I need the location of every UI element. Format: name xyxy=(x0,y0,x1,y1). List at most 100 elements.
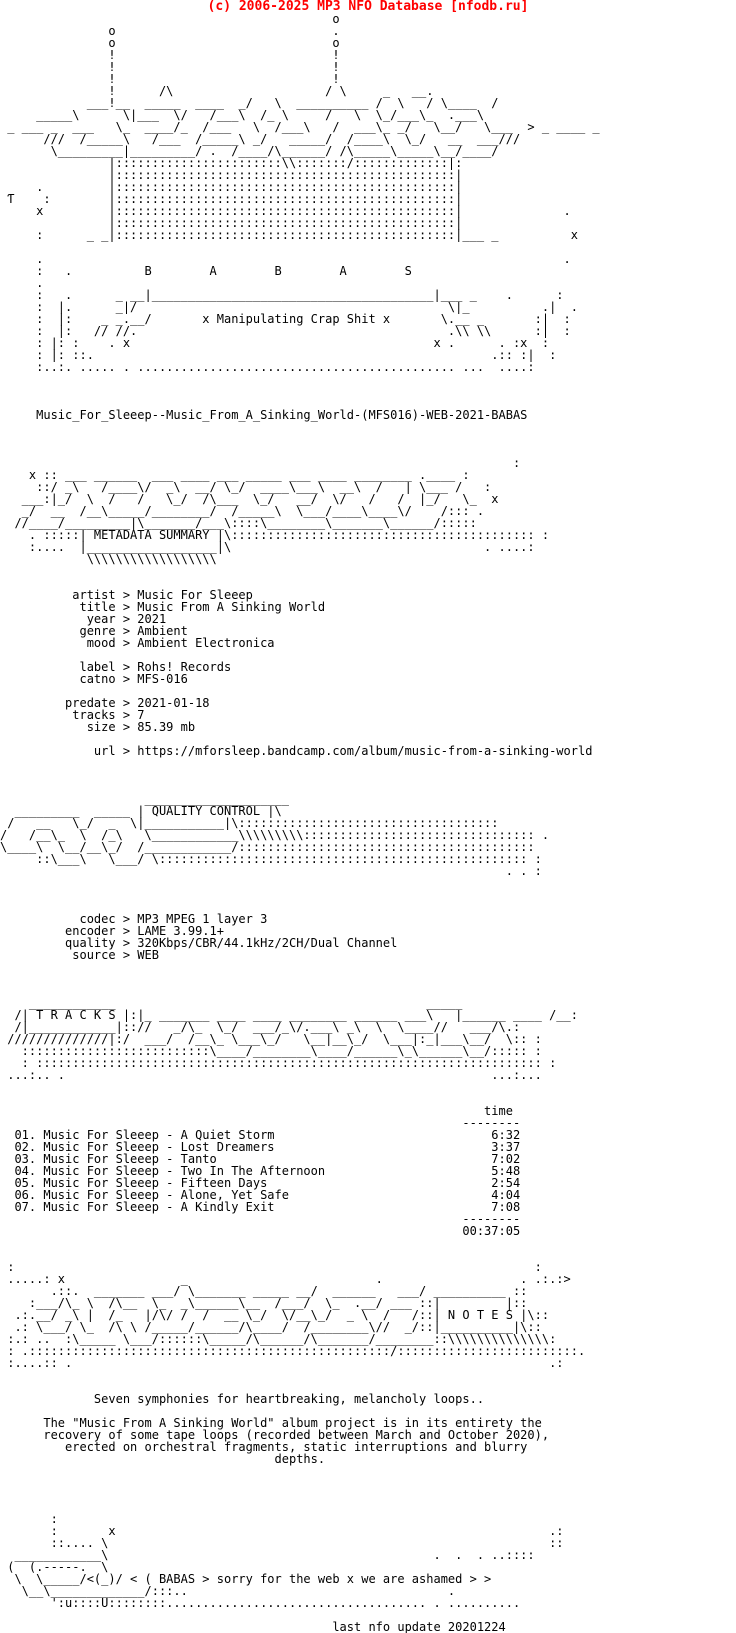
nfo-line: : xyxy=(0,456,521,470)
nfo-line: : : xyxy=(0,1260,542,1274)
nfo-line: .:.__/ _\ | /_ |/\/ / / __ \_/ \/__\_/ _… xyxy=(0,1308,550,1322)
nfo-line: url > https://mforsleep.bandcamp.com/alb… xyxy=(0,744,593,758)
nfo-line: /|____________|::// _/\_ \_/ ___/_\/.___… xyxy=(0,1020,521,1034)
nfo-line: .....: x _ . . .:.:> xyxy=(0,1272,571,1286)
nfo-line: . |:::::::::::::::::::::::::::::::::::::… xyxy=(0,180,463,194)
nfo-line: :....:: . .: xyxy=(0,1356,564,1370)
nfo-line: : . _ __|_______________________________… xyxy=(0,288,564,302)
nfo-line: . . xyxy=(0,252,571,266)
nfo-line: ! ! xyxy=(0,60,340,74)
nfo-line: |:::::::::::::::::::::::\\:::::::/::::::… xyxy=(0,156,463,170)
nfo-line: _____\ \|___ \/ /___\ /_ \ / \ \_/___\_ … xyxy=(0,108,485,122)
nfo-line: : .:::::::::::::::::::::::::::::::::::::… xyxy=(0,1344,586,1358)
nfo-line: ...:.. . ...:... xyxy=(0,1068,542,1082)
nfo-line: genre > Ambient xyxy=(0,624,188,638)
nfo-line xyxy=(0,421,736,433)
nfo-line: \ \_____/<(_)/ < ( BABAS > sorry for the… xyxy=(0,1572,492,1586)
nfo-line xyxy=(0,961,736,973)
nfo-line: o o xyxy=(0,36,340,50)
nfo-line: : |. _|/ \|_ .| . xyxy=(0,300,578,314)
nfo-line: codec > MP3 MPEG 1 layer 3 xyxy=(0,912,268,926)
nfo-line: : x .: xyxy=(0,1524,564,1538)
nfo-line: predate > 2021-01-18 xyxy=(0,696,210,710)
nfo-line: / __ \_/ _ \|___________|\::::::::::::::… xyxy=(0,816,499,830)
nfo-line xyxy=(0,1465,736,1477)
nfo-line xyxy=(0,973,736,985)
nfo-line: _________ _____ | QUALITY CONTROL |\ xyxy=(0,804,282,818)
nfo-line: tracks > 7 xyxy=(0,708,145,722)
nfo-line: artist > Music For Sleeep xyxy=(0,588,253,602)
nfo-line: 07. Music For Sleeep - A Kindly Exit 7:0… xyxy=(0,1200,521,1214)
nfo-line: ___!__ _____ ____ _/ \ __________ / \ / … xyxy=(0,96,499,110)
nfo-line: _ ___ _ ___ \_ ____/_ /___ \ /___\ / ___… xyxy=(0,120,600,134)
nfo-line: : |: : . x x . . :x : xyxy=(0,336,550,350)
nfo-line: ____________\ . . . ..:::: xyxy=(0,1548,535,1562)
nfo-line: source > WEB xyxy=(0,948,159,962)
nfo-line xyxy=(0,1369,736,1381)
nfo-line: encoder > LAME 3.99.1+ xyxy=(0,924,224,938)
nfo-line: ( (.-----. \ xyxy=(0,1560,109,1574)
nfo-line: ::\___\ \___/ \:::::::::::::::::::::::::… xyxy=(0,852,542,866)
nfo-line xyxy=(0,1477,736,1489)
nfo-line: ::/ _\ /____\/ _\ __/ \_/ ____\___\ __\ … xyxy=(0,480,492,494)
nfo-line: erected on orchestral fragments, static … xyxy=(0,1440,528,1454)
nfo-line: recovery of some tape loops (recorded be… xyxy=(0,1428,550,1442)
nfo-line xyxy=(0,1237,736,1249)
nfo-line: : xyxy=(0,1512,58,1526)
nfo-line: : _ _|::::::::::::::::::::::::::::::::::… xyxy=(0,228,578,242)
nfo-line: 06. Music For Sleeep - Alone, Yet Safe 4… xyxy=(0,1188,521,1202)
nfo-line: |:::::::::::::::::::::::::::::::::::::::… xyxy=(0,216,463,230)
nfo-line xyxy=(0,769,736,781)
nfo-line: . xyxy=(0,276,44,290)
nfo-line xyxy=(0,1501,736,1513)
nfo-line: ':u::::U::::::::........................… xyxy=(0,1596,521,1610)
nfo-line: -------- xyxy=(0,1116,521,1130)
nfo-line: 02. Music For Sleeep - Lost Dreamers 3:3… xyxy=(0,1140,521,1154)
nfo-line: _/ __ /__\_____/________/ /_____\ \___/_… xyxy=(0,504,485,518)
nfo-line: ___:|_/ \ / / \_/ /\___ \_/ __/ \/ / / |… xyxy=(0,492,499,506)
nfo-line: .::. _______ ___/ \_______ _____ __/ ___… xyxy=(0,1284,528,1298)
nfo-line: ! ! xyxy=(0,72,340,86)
nfo-line: : |: // //. .\\ \\ :| : xyxy=(0,324,571,338)
nfo-line: x |:::::::::::::::::::::::::::::::::::::… xyxy=(0,204,571,218)
nfo-line: |:::::::::::::::::::::::::::::::::::::::… xyxy=(0,168,463,182)
nfo-line: :.... |__________________|\ . ....: xyxy=(0,540,535,554)
nfo-line: Music_For_Sleeep--Music_From_A_Sinking_W… xyxy=(0,408,528,422)
nfo-line xyxy=(0,385,736,397)
nfo-line: //____/_________|\_______/___\::::\_____… xyxy=(0,516,477,530)
nfo-line: //////////////|:/ ___/ /__\_ \___\_/ \__… xyxy=(0,1032,542,1046)
nfo-line: /| T R A C K S |:|_ _______ ____ ____ __… xyxy=(0,1008,578,1022)
nfo-line: o . xyxy=(0,24,340,38)
nfo-line xyxy=(0,889,736,901)
nfo-line: \\\\\\\\\\\\\\\\\\ xyxy=(0,552,217,566)
nfo-line xyxy=(0,877,736,889)
nfo-line: Ƭ : |:::::::::::::::::::::::::::::::::::… xyxy=(0,192,463,206)
nfo-line: quality > 320Kbps/CBR/44.1kHz/2CH/Dual C… xyxy=(0,936,398,950)
nfo-line: : ::::::::::::::::::::::::::::::::::::::… xyxy=(0,1056,557,1070)
nfo-line: ::.... \ :: xyxy=(0,1536,564,1550)
nfo-line: The "Music From A Sinking World" album p… xyxy=(0,1416,542,1430)
nfo-line: ____________________ xyxy=(0,792,289,806)
nfo-ascii-art-text: o o . o o ! ! ! ! xyxy=(0,13,736,1633)
nfo-line: 04. Music For Sleeep - Two In The Aftern… xyxy=(0,1164,521,1178)
nfo-line: .: \___/ \_ /\ \ /_____/______/\____/ /_… xyxy=(0,1320,542,1334)
nfo-line: :___/\_ \ /\__ \_ _\______\__ /___/ \_ .… xyxy=(0,1296,528,1310)
nfo-line: / /__\_ \ /_\ \____________\\\\\\\\\::::… xyxy=(0,828,550,842)
nfo-line: /// /_____\ /___ /_____\ _/ _____/ /____… xyxy=(0,132,521,146)
nfo-line: Seven symphonies for heartbreaking, mela… xyxy=(0,1392,485,1406)
nfo-line xyxy=(0,433,736,445)
nfo-line: : |: _ _.__/ x Manipulating Crap Shit x … xyxy=(0,312,571,326)
nfo-line: label > Rohs! Records xyxy=(0,660,232,674)
nfo-line: 01. Music For Sleeep - A Quiet Storm 6:3… xyxy=(0,1128,521,1142)
nfo-line: 03. Music For Sleeep - Tanto 7:02 xyxy=(0,1152,521,1166)
nfo-line: ! /\ / \ _ __. xyxy=(0,84,434,98)
nfo-line: 00:37:05 xyxy=(0,1224,521,1238)
nfo-line: \_________|_________/ . /____/\______/ /… xyxy=(0,144,499,158)
nfo-line: -------- xyxy=(0,1212,521,1226)
nfo-line: : |: ::. .:: :| : xyxy=(0,348,557,362)
nfo-line xyxy=(0,757,736,769)
nfo-line: x :: ___ ______ ___ ____ ___ _____ ___ _… xyxy=(0,468,470,482)
nfo-line: ! ! xyxy=(0,48,340,62)
nfo-line xyxy=(0,1489,736,1501)
nfo-line: year > 2021 xyxy=(0,612,167,626)
